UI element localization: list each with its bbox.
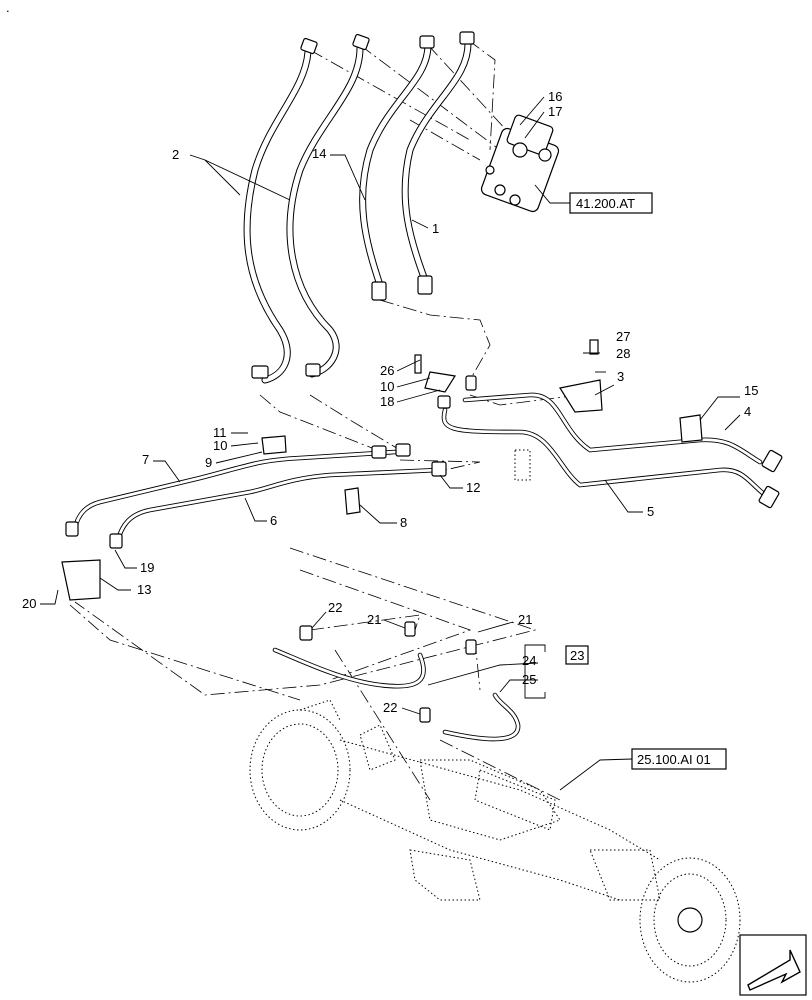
callout-1: 1 (432, 221, 439, 236)
hose-14-1-assembly (359, 31, 475, 301)
callout-11: 11 (213, 425, 227, 440)
direction-arrow-icon (739, 934, 807, 996)
callout-3: 3 (617, 369, 624, 384)
callout-6: 6 (270, 513, 277, 528)
callout-21-right: 21 (518, 612, 532, 627)
callout-19: 19 (140, 560, 154, 575)
callout-15: 15 (744, 383, 758, 398)
callout-26: 26 (380, 363, 394, 378)
hose-24-25-assembly (272, 621, 521, 742)
callout-16: 16 (548, 89, 562, 104)
callout-18: 18 (380, 394, 394, 409)
callout-7: 7 (142, 452, 149, 467)
hose-2-assembly (243, 33, 370, 384)
callout-27: 27 (616, 329, 630, 344)
corner-mark: . (6, 0, 10, 15)
callout-2: 2 (172, 147, 179, 162)
callout-9: 9 (205, 455, 212, 470)
reference-axle-label: 25.100.AI 01 (637, 752, 711, 767)
reference-link-steering-unit[interactable]: 41.200.AT (569, 192, 653, 214)
front-axle (249, 699, 741, 983)
callout-5: 5 (647, 504, 654, 519)
callout-22-lower: 22 (383, 700, 397, 715)
callout-14: 14 (312, 146, 326, 161)
steering-unit (480, 114, 560, 213)
callout-10-lower: 10 (213, 438, 227, 453)
callout-20: 20 (22, 596, 36, 611)
callout-28: 28 (616, 346, 630, 361)
callout-25: 25 (522, 672, 536, 687)
callout-10-upper: 10 (380, 379, 394, 394)
callout-4: 4 (744, 404, 751, 419)
reference-steering-unit-label: 41.200.AT (576, 196, 635, 211)
callout-labels: 2 14 1 16 17 27 28 3 15 4 26 10 18 11 10… (22, 89, 758, 715)
callout-22-upper: 22 (328, 600, 342, 615)
callout-24: 24 (522, 653, 536, 668)
leader-lines (40, 96, 741, 791)
callout-23: 23 (570, 648, 584, 663)
brackets (61, 339, 703, 601)
callout-21-left: 21 (367, 612, 381, 627)
tube-6-7-assembly (65, 443, 447, 549)
callout-13: 13 (137, 582, 151, 597)
callout-17: 17 (548, 104, 562, 119)
connection-lines (69, 39, 581, 801)
reference-link-axle[interactable]: 25.100.AI 01 (631, 748, 727, 770)
callout-8: 8 (400, 515, 407, 530)
tube-4-5-assembly (437, 375, 783, 509)
callout-23-box (565, 645, 589, 665)
callout-12: 12 (466, 480, 480, 495)
